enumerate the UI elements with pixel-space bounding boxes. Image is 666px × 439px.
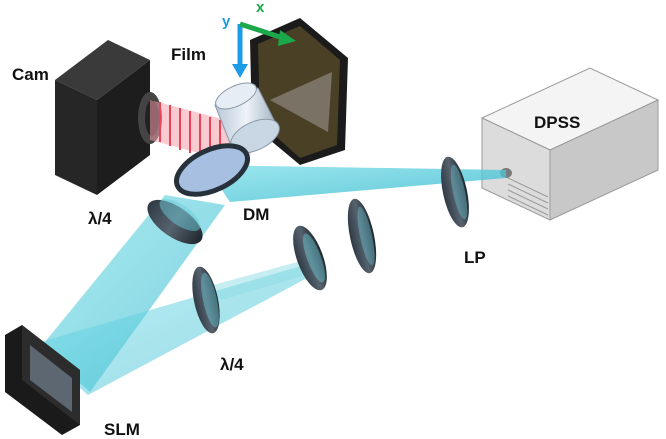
linear-polarizer [441, 156, 469, 228]
dpss-laser [480, 67, 660, 221]
quarter-wave-plate-top [147, 198, 203, 245]
dichroic-mirror [174, 143, 250, 197]
quarter-wave-plate-bottom [192, 266, 220, 334]
x-axis-label: x [256, 0, 265, 16]
axis-indicator: y x [222, 0, 296, 78]
label-quarter-wave-top: λ/4 [88, 209, 112, 228]
middle-lens [347, 198, 377, 274]
label-dpss: DPSS [534, 113, 580, 132]
laser-beam-path [30, 165, 506, 395]
x-axis-arrow [239, 21, 284, 41]
label-slm: SLM [104, 420, 140, 439]
label-cam: Cam [12, 65, 49, 84]
lens-near-dm [293, 225, 327, 291]
label-dm: DM [243, 205, 269, 224]
label-film: Film [171, 45, 206, 64]
camera [55, 40, 162, 195]
slm-screen [30, 345, 72, 412]
y-axis-label: y [222, 13, 231, 30]
label-quarter-wave-bottom: λ/4 [220, 355, 244, 374]
label-lp: LP [464, 248, 486, 267]
objective-lens [214, 82, 280, 154]
slm-device [5, 325, 80, 435]
